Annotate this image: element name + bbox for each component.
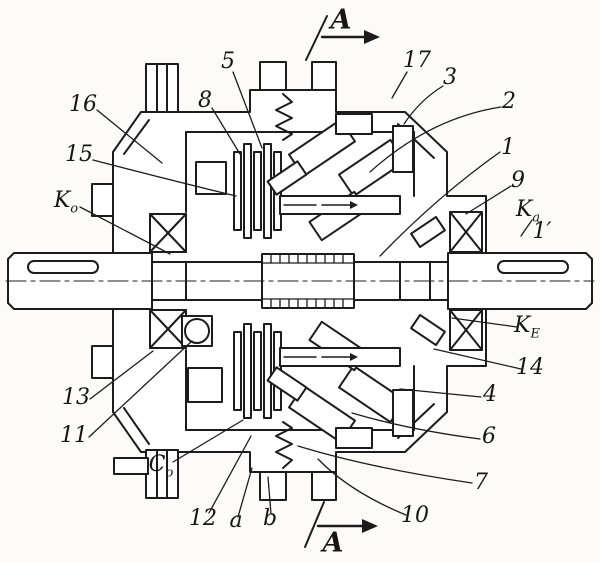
label-b: b <box>262 506 278 531</box>
spline-teeth <box>270 253 344 309</box>
label-7: 7 <box>474 470 488 495</box>
direction-arrow-icon <box>350 201 358 209</box>
label-4: 4 <box>483 382 497 407</box>
label-ke: KE <box>514 313 540 342</box>
label-1: 1 <box>501 135 515 160</box>
pinion-rod-top <box>279 195 401 215</box>
bearing-left-top <box>149 213 187 253</box>
section-marker-bottom <box>304 501 378 548</box>
keyway-left <box>27 260 99 274</box>
label-a: a <box>229 508 243 533</box>
direction-arrow-icon <box>350 353 358 361</box>
pinion-rod-bottom <box>279 347 401 367</box>
keyway-right <box>497 260 569 274</box>
label-section-a-top: A <box>330 4 352 36</box>
bearing-right-top <box>449 211 483 253</box>
section-marker-top <box>305 15 380 61</box>
label-13: 13 <box>62 385 90 410</box>
label-ka: Ka <box>515 197 541 226</box>
section-arrow-icon <box>364 30 380 44</box>
label-8: 8 <box>198 88 212 113</box>
leader-lines <box>79 71 533 518</box>
bearing-left-bottom <box>149 309 187 349</box>
label-14: 14 <box>516 355 544 380</box>
section-arrow-icon <box>362 519 378 533</box>
label-3: 3 <box>443 65 457 90</box>
label-17: 17 <box>403 48 431 73</box>
label-6: 6 <box>482 424 496 449</box>
bolt-lugs <box>113 61 337 501</box>
label-section-a-bottom: A <box>322 527 344 559</box>
label-16: 16 <box>69 92 97 117</box>
label-9: 9 <box>511 168 525 193</box>
label-k0: Ko <box>53 188 79 217</box>
label-2: 2 <box>502 89 516 114</box>
label-c0: Co <box>148 452 174 481</box>
bearing-right-bottom <box>449 309 483 351</box>
spring-bottom <box>275 421 293 469</box>
spring-top <box>275 93 293 141</box>
label-1-prime: 1′ <box>532 219 552 244</box>
label-11: 11 <box>60 423 88 448</box>
label-12: 12 <box>189 506 217 531</box>
ball-bearing <box>181 315 213 347</box>
label-5: 5 <box>221 49 235 74</box>
label-10: 10 <box>401 503 429 528</box>
label-15: 15 <box>65 142 93 167</box>
